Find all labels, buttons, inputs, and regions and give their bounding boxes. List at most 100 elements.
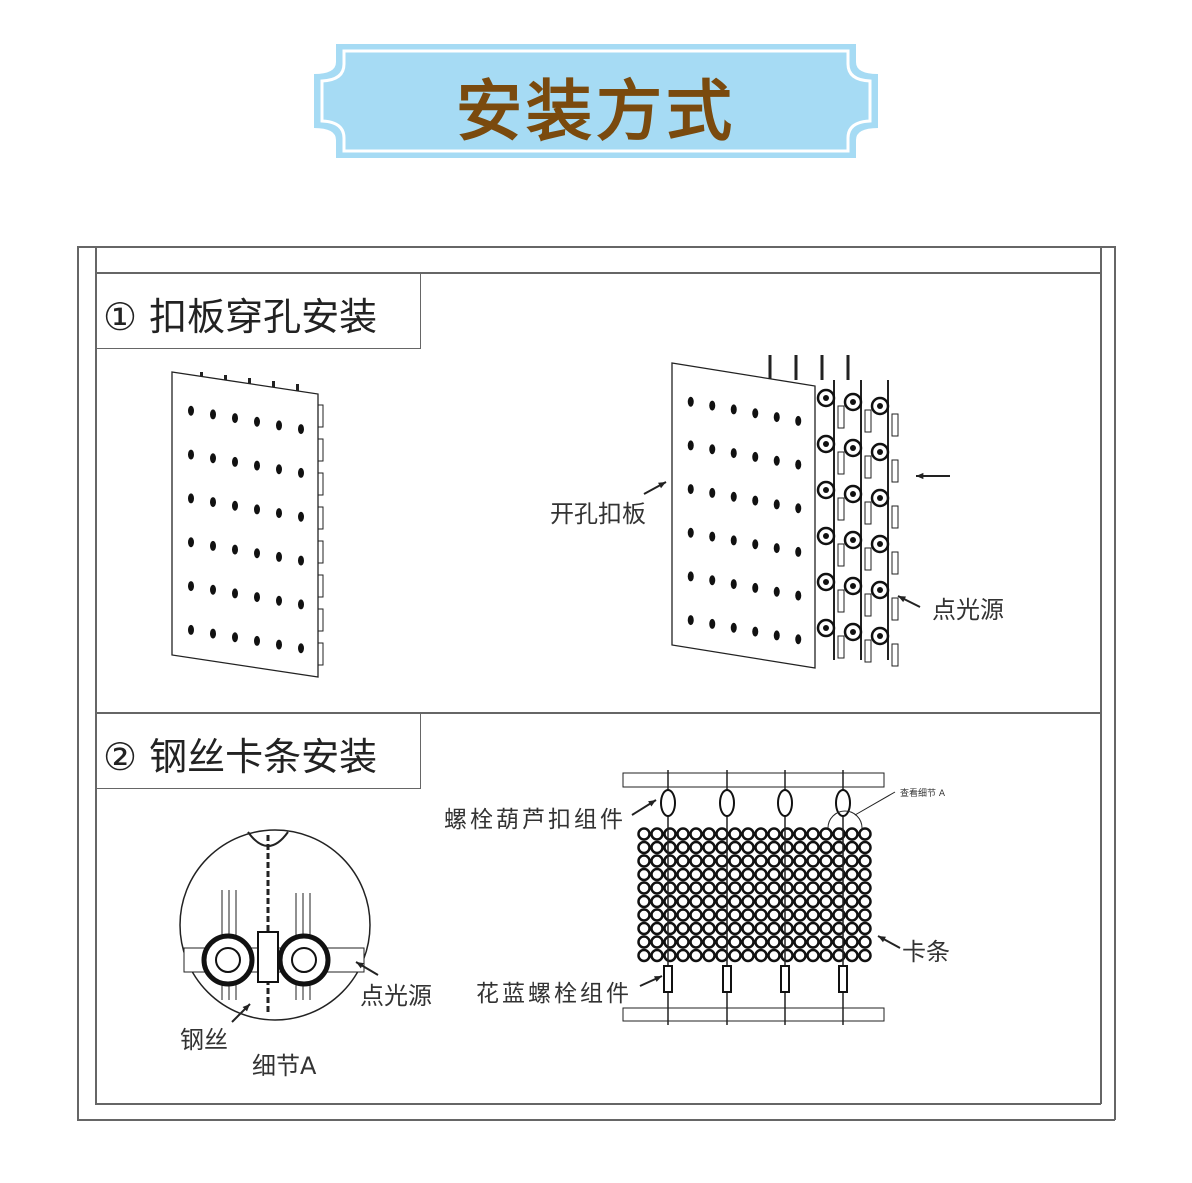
board-hole	[752, 626, 759, 637]
led-node	[715, 827, 729, 841]
board-hole	[687, 396, 694, 407]
board-hole	[752, 451, 759, 462]
led-node	[806, 840, 820, 855]
label-point-light-1: 点光源	[932, 596, 1004, 624]
label-turnbuckle-bottom: 花蓝螺栓组件	[476, 981, 632, 1007]
board-hole	[254, 416, 260, 427]
led-node	[793, 908, 807, 922]
board-hole	[709, 531, 716, 542]
led-node	[845, 867, 859, 882]
board-hole	[210, 628, 216, 639]
led-node	[741, 908, 755, 922]
title-banner	[314, 44, 878, 158]
led-node	[637, 827, 651, 841]
led-node	[767, 840, 781, 855]
board-hole	[773, 543, 780, 554]
led-node	[780, 867, 794, 882]
led-node	[793, 894, 807, 909]
board-hole	[752, 408, 759, 419]
label-turnbuckle-top: 螺栓葫芦扣组件	[444, 807, 626, 833]
led-node	[715, 881, 729, 895]
board-hole	[232, 588, 238, 599]
led-node	[832, 827, 846, 841]
led-node	[845, 854, 859, 868]
led-node	[702, 948, 716, 963]
top-bar	[622, 772, 885, 788]
clip	[864, 409, 872, 433]
led-node	[767, 908, 781, 922]
led-node	[650, 840, 664, 855]
led-node	[858, 908, 872, 922]
point-light-core	[823, 625, 829, 631]
board-hole	[795, 590, 802, 601]
label-detail-a: 细节A	[252, 1052, 317, 1080]
board-hole	[795, 634, 802, 645]
board-hole	[298, 424, 304, 435]
point-light-core	[877, 633, 883, 639]
board-hole	[773, 412, 780, 423]
led-node	[702, 881, 716, 895]
led-node	[728, 894, 742, 909]
led-node	[741, 948, 755, 963]
led-node	[793, 840, 807, 855]
led-node	[741, 921, 755, 936]
led-node	[845, 840, 859, 855]
led-node	[650, 867, 664, 882]
led-node	[637, 935, 651, 949]
led-node	[741, 894, 755, 909]
board-hole	[232, 632, 238, 643]
led-node	[806, 935, 820, 949]
led-node	[819, 921, 833, 936]
led-node	[650, 948, 664, 963]
led-node	[728, 840, 742, 855]
board-hole	[687, 615, 694, 626]
led-node	[663, 840, 677, 855]
led-node	[637, 867, 651, 882]
point-light-lens	[215, 947, 241, 973]
clip	[864, 547, 872, 571]
led-node	[637, 921, 651, 936]
led-node	[767, 894, 781, 909]
led-node	[845, 827, 859, 841]
led-node	[715, 894, 729, 909]
turnbuckle-bottom	[780, 965, 790, 993]
clip	[891, 459, 899, 483]
led-node	[676, 840, 690, 855]
board-hole	[773, 499, 780, 510]
clip	[837, 635, 845, 659]
led-node	[663, 867, 677, 882]
led-node	[767, 867, 781, 882]
board-hole	[210, 409, 216, 420]
board-hole	[276, 464, 282, 475]
led-node	[819, 840, 833, 855]
board-hole	[188, 449, 194, 460]
section-1-header: ① 扣板穿孔安装	[95, 272, 421, 349]
direction-arrow-head	[916, 472, 924, 480]
board-hole	[232, 456, 238, 467]
board-hole	[188, 581, 194, 592]
turnbuckle-top	[660, 789, 676, 817]
led-node	[819, 827, 833, 841]
led-node	[858, 867, 872, 882]
led-node	[728, 854, 742, 868]
point-light-core	[850, 583, 856, 589]
clip	[837, 405, 845, 429]
point-light-core	[823, 533, 829, 539]
led-node	[806, 894, 820, 909]
led-node	[780, 894, 794, 909]
led-node	[845, 921, 859, 936]
led-node	[793, 935, 807, 949]
led-node	[715, 935, 729, 949]
led-node	[845, 948, 859, 963]
label-steel-wire: 钢丝	[180, 1026, 228, 1054]
led-node	[728, 867, 742, 882]
board-hole	[795, 503, 802, 514]
led-node	[741, 840, 755, 855]
board-hole	[232, 500, 238, 511]
led-mesh	[637, 827, 872, 963]
clip	[864, 593, 872, 617]
led-node	[650, 894, 664, 909]
clip	[864, 455, 872, 479]
led-node	[702, 921, 716, 936]
board-hole	[730, 622, 737, 633]
